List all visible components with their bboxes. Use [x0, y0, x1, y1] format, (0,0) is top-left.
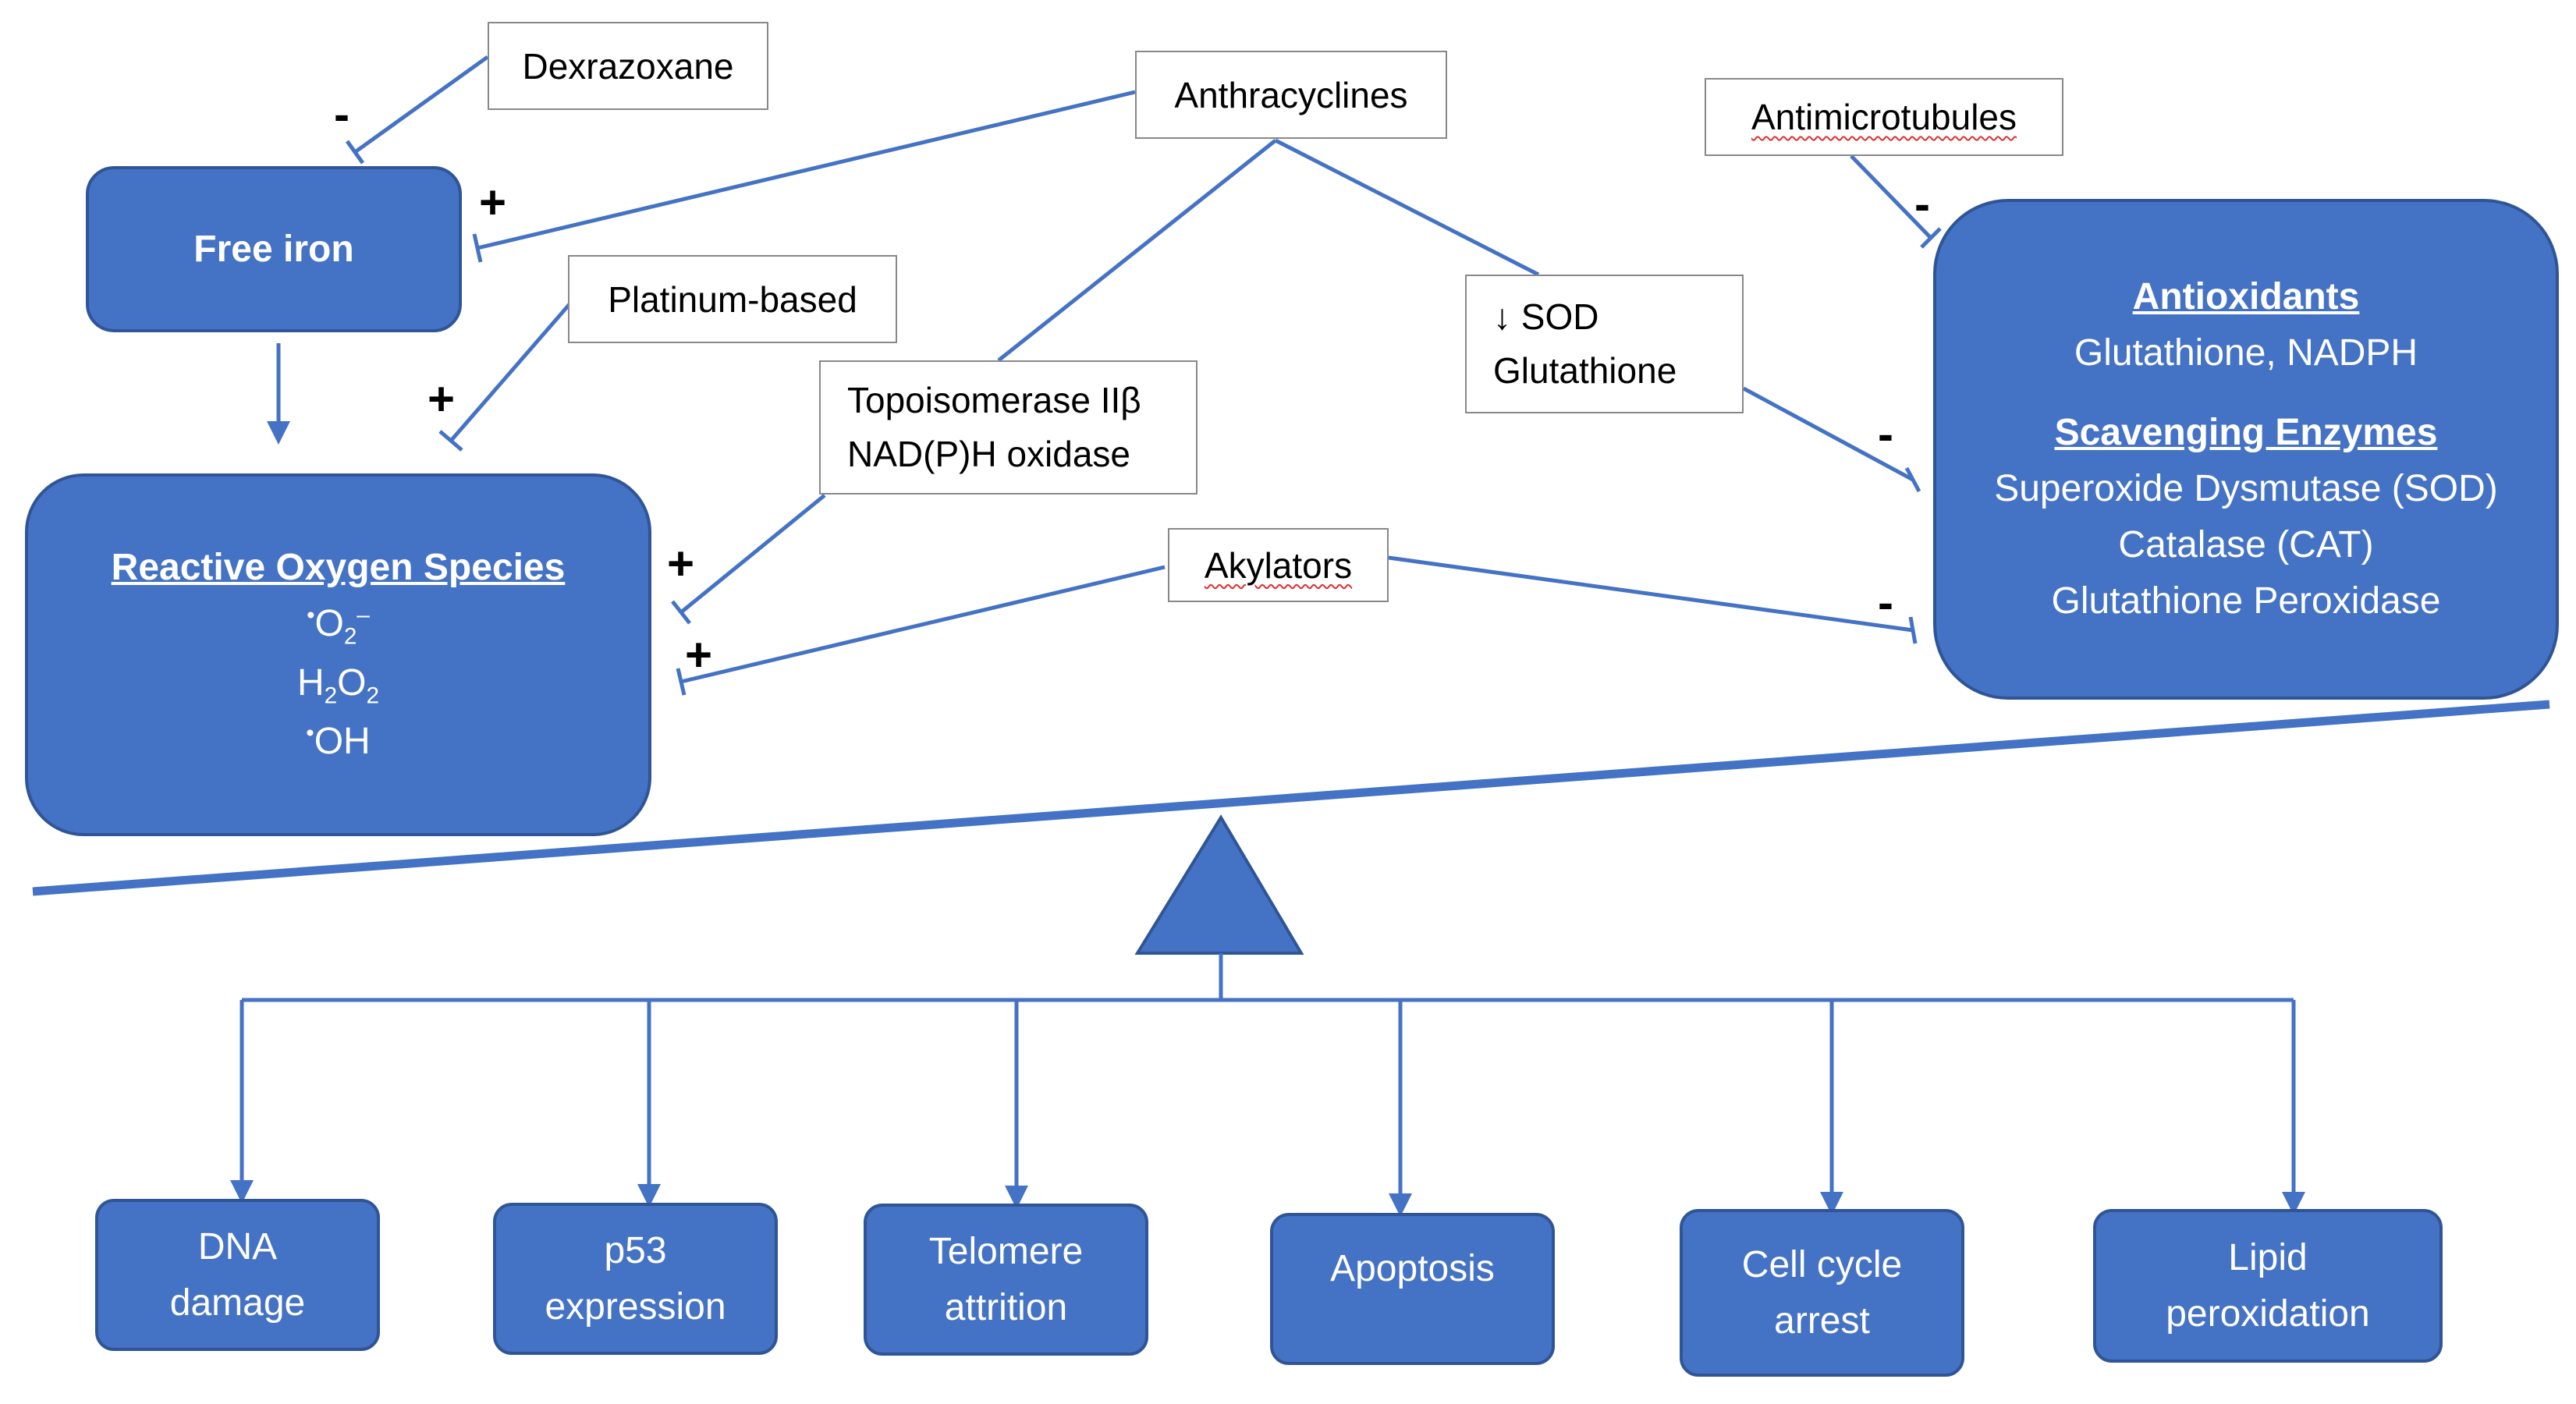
outcome-p53-line2: expression [545, 1285, 726, 1328]
sod-minus-sign: - [1878, 408, 1893, 460]
alkylators-plus-sign: + [685, 629, 713, 681]
dexrazoxane-label-box: Dexrazoxane [488, 22, 768, 110]
antioxidants-box: Antioxidants Glutathione, NADPH Scavengi… [1933, 199, 2559, 700]
outcome-lipid-line2: peroxidation [2166, 1292, 2370, 1335]
alkylators-label-box: Akylators [1168, 528, 1389, 602]
topo-inhibition-line [679, 494, 826, 614]
enzyme-catalase: Catalase (CAT) [2118, 524, 2374, 566]
outcome-lipid-line1: Lipid [2228, 1236, 2308, 1278]
alkylators-label: Akylators [1204, 544, 1353, 586]
antioxidants-items: Glutathione, NADPH [2074, 332, 2418, 374]
topo-plus-sign: + [667, 537, 695, 590]
sod-inhibition-line [1742, 386, 1914, 482]
platinum-plus-sign: + [428, 373, 456, 425]
anthracyclines-iron-line [477, 90, 1136, 250]
anthracyclines-sod-branch [1274, 138, 1540, 277]
balance-beam [32, 700, 2550, 896]
glutathione-label: Glutathione [1493, 350, 1677, 391]
anthracyclines-iron-tbar [472, 233, 483, 263]
outcome-p53-line1: p53 [604, 1229, 667, 1271]
dexrazoxane-label: Dexrazoxane [522, 45, 734, 87]
hydroxyl-formula: •OH [306, 720, 371, 762]
enzyme-sod: Superoxide Dysmutase (SOD) [1994, 468, 2498, 509]
alkylators-minus-sign: - [1878, 576, 1893, 629]
outcome-telomere-line1: Telomere [928, 1230, 1084, 1272]
outcome-cell-cycle-line2: arrest [1774, 1299, 1870, 1342]
fulcrum-triangle [1134, 814, 1304, 955]
reactive-oxygen-species-box: Reactive Oxygen Species •O2– H2O2 •OH [25, 473, 651, 836]
enzyme-glutathione-peroxidase: Glutathione Peroxidase [2051, 580, 2441, 622]
anthracyclines-plus-sign: + [479, 176, 507, 229]
alkylators-ros-line [680, 565, 1166, 684]
antimicrotubules-label-box: Antimicrotubules [1705, 78, 2063, 156]
platinum-based-label-box: Platinum-based [568, 255, 897, 343]
outcome-dna-line1: DNA [197, 1225, 278, 1268]
outcome-apoptosis-line1: Apoptosis [1330, 1248, 1495, 1289]
anthracyclines-label: Anthracyclines [1174, 74, 1408, 115]
outcome-p53-expression: p53 expression [493, 1203, 778, 1355]
scavenging-enzymes-heading: Scavenging Enzymes [2054, 412, 2438, 453]
antimicrotubules-minus-sign: - [1914, 178, 1930, 230]
free-iron-box: Free iron [86, 166, 462, 332]
topoisomerase-label-box: Topoisomerase IIβ NAD(P)H oxidase [819, 360, 1198, 495]
antimicrotubules-tbar [1920, 227, 1942, 249]
outcome-cell-cycle-arrest: Cell cycle arrest [1680, 1209, 1964, 1377]
nadph-oxidase-label: NAD(P)H oxidase [847, 434, 1130, 474]
antimicrotubules-label: Antimicrotubules [1751, 97, 2017, 137]
sod-tbar [1904, 466, 1921, 493]
ros-heading: Reactive Oxygen Species [111, 547, 566, 589]
anthracyclines-label-box: Anthracyclines [1135, 51, 1447, 139]
dexrazoxane-inhibition-line [353, 55, 489, 154]
antioxidants-heading: Antioxidants [2132, 276, 2360, 317]
outcome-telomere-line2: attrition [944, 1286, 1068, 1328]
alkylators-antioxidants-tbar [1908, 616, 1918, 644]
sod-glutathione-label-box: ↓ SOD Glutathione [1465, 275, 1744, 413]
dexrazoxane-tbar [345, 140, 365, 165]
outcome-telomere-attrition: Telomere attrition [864, 1204, 1148, 1356]
topo-tbar [671, 600, 691, 625]
outcome-apoptosis: Apoptosis [1270, 1213, 1555, 1365]
antimicrotubules-inhibition-line [1850, 154, 1932, 239]
outcome-lipid-peroxidation: Lipid peroxidation [2093, 1209, 2443, 1363]
superoxide-formula: •O2– [307, 602, 370, 650]
anthracyclines-topo-branch [997, 139, 1277, 362]
hydrogen-peroxide-formula: H2O2 [296, 661, 380, 709]
outcome-dna-line2: damage [169, 1282, 306, 1324]
alkylators-antioxidants-line [1388, 555, 1914, 633]
topoisomerase-label: Topoisomerase IIβ [847, 380, 1141, 420]
outcome-cell-cycle-line1: Cell cycle [1741, 1243, 1903, 1285]
platinum-based-label: Platinum-based [608, 278, 857, 320]
free-iron-label: Free iron [193, 229, 354, 270]
decreased-sod-label: ↓ SOD [1493, 296, 1599, 337]
alkylators-ros-tbar [676, 668, 687, 696]
platinum-tbar [438, 430, 463, 452]
outcome-dna-damage: DNA damage [95, 1199, 380, 1351]
platinum-inhibition-line [449, 303, 571, 442]
dexrazoxane-minus-sign: - [334, 88, 349, 140]
